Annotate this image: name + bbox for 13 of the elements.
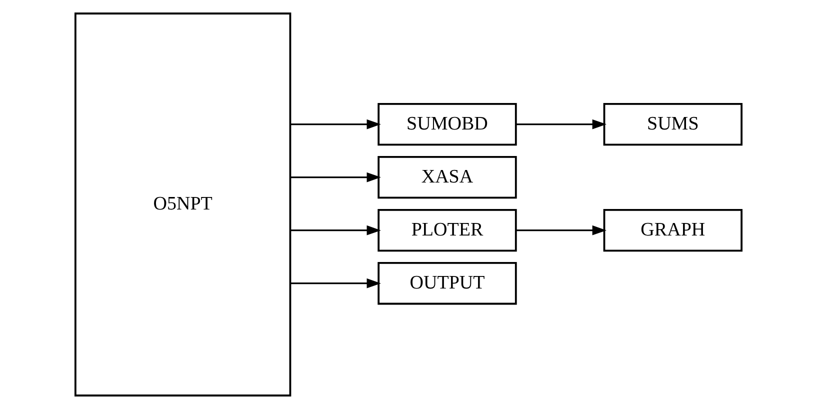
node-box: XASA [377,156,516,199]
arrow [516,225,606,236]
node-box: SUMS [602,102,742,146]
node-box: PLOTER [377,208,516,252]
arrow [290,172,380,182]
node-box: O5NPT [74,12,291,396]
arrow [290,278,380,288]
arrow [516,119,606,130]
node-box: GRAPH [602,208,742,252]
arrow [290,225,380,236]
node-box: OUTPUT [377,262,516,305]
node-box: SUMOBD [377,102,516,146]
arrow [290,119,380,130]
